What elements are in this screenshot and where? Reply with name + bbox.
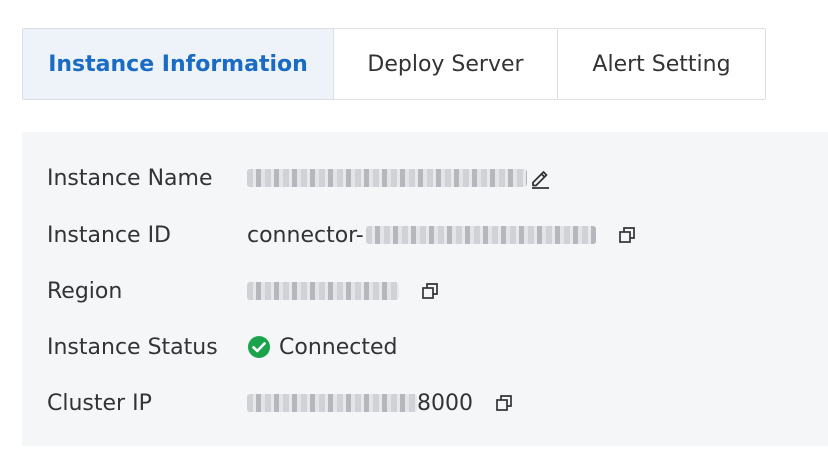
redacted-instance-name: [247, 169, 527, 187]
redacted-region: [247, 282, 399, 300]
tab-alert-setting[interactable]: Alert Setting: [557, 29, 765, 99]
row-instance-name: Instance Name: [47, 158, 551, 198]
instance-id-prefix: connector-: [247, 222, 364, 248]
instance-name-label: Instance Name: [47, 165, 213, 191]
row-cluster-ip: Cluster IP 8000: [47, 383, 515, 423]
cluster-ip-label: Cluster IP: [47, 390, 152, 416]
instance-status-value: Connected: [247, 335, 397, 360]
instance-id-value: connector-: [247, 223, 638, 248]
instance-details-panel: Instance Name Instance ID connector-: [22, 132, 828, 446]
cluster-ip-port: 8000: [417, 390, 473, 416]
region-label: Region: [47, 278, 123, 304]
redacted-cluster-ip: [247, 394, 417, 412]
copy-icon[interactable]: [493, 392, 515, 414]
instance-name-value: [247, 167, 551, 189]
copy-icon[interactable]: [419, 280, 441, 302]
instance-id-label: Instance ID: [47, 222, 171, 248]
tab-instance-information[interactable]: Instance Information: [23, 29, 333, 99]
cluster-ip-value: 8000: [247, 391, 515, 416]
pencil-icon[interactable]: [529, 167, 551, 189]
instance-status-label: Instance Status: [47, 334, 218, 360]
tab-bar: Instance Information Deploy Server Alert…: [22, 28, 766, 100]
row-region: Region: [47, 271, 441, 311]
tab-deploy-server[interactable]: Deploy Server: [333, 29, 557, 99]
row-instance-id: Instance ID connector-: [47, 215, 638, 255]
copy-icon[interactable]: [616, 224, 638, 246]
status-text: Connected: [279, 334, 398, 360]
check-circle-icon: [247, 335, 271, 359]
region-value: [247, 280, 441, 302]
redacted-instance-id: [365, 226, 596, 244]
row-instance-status: Instance Status Connected: [47, 327, 397, 367]
